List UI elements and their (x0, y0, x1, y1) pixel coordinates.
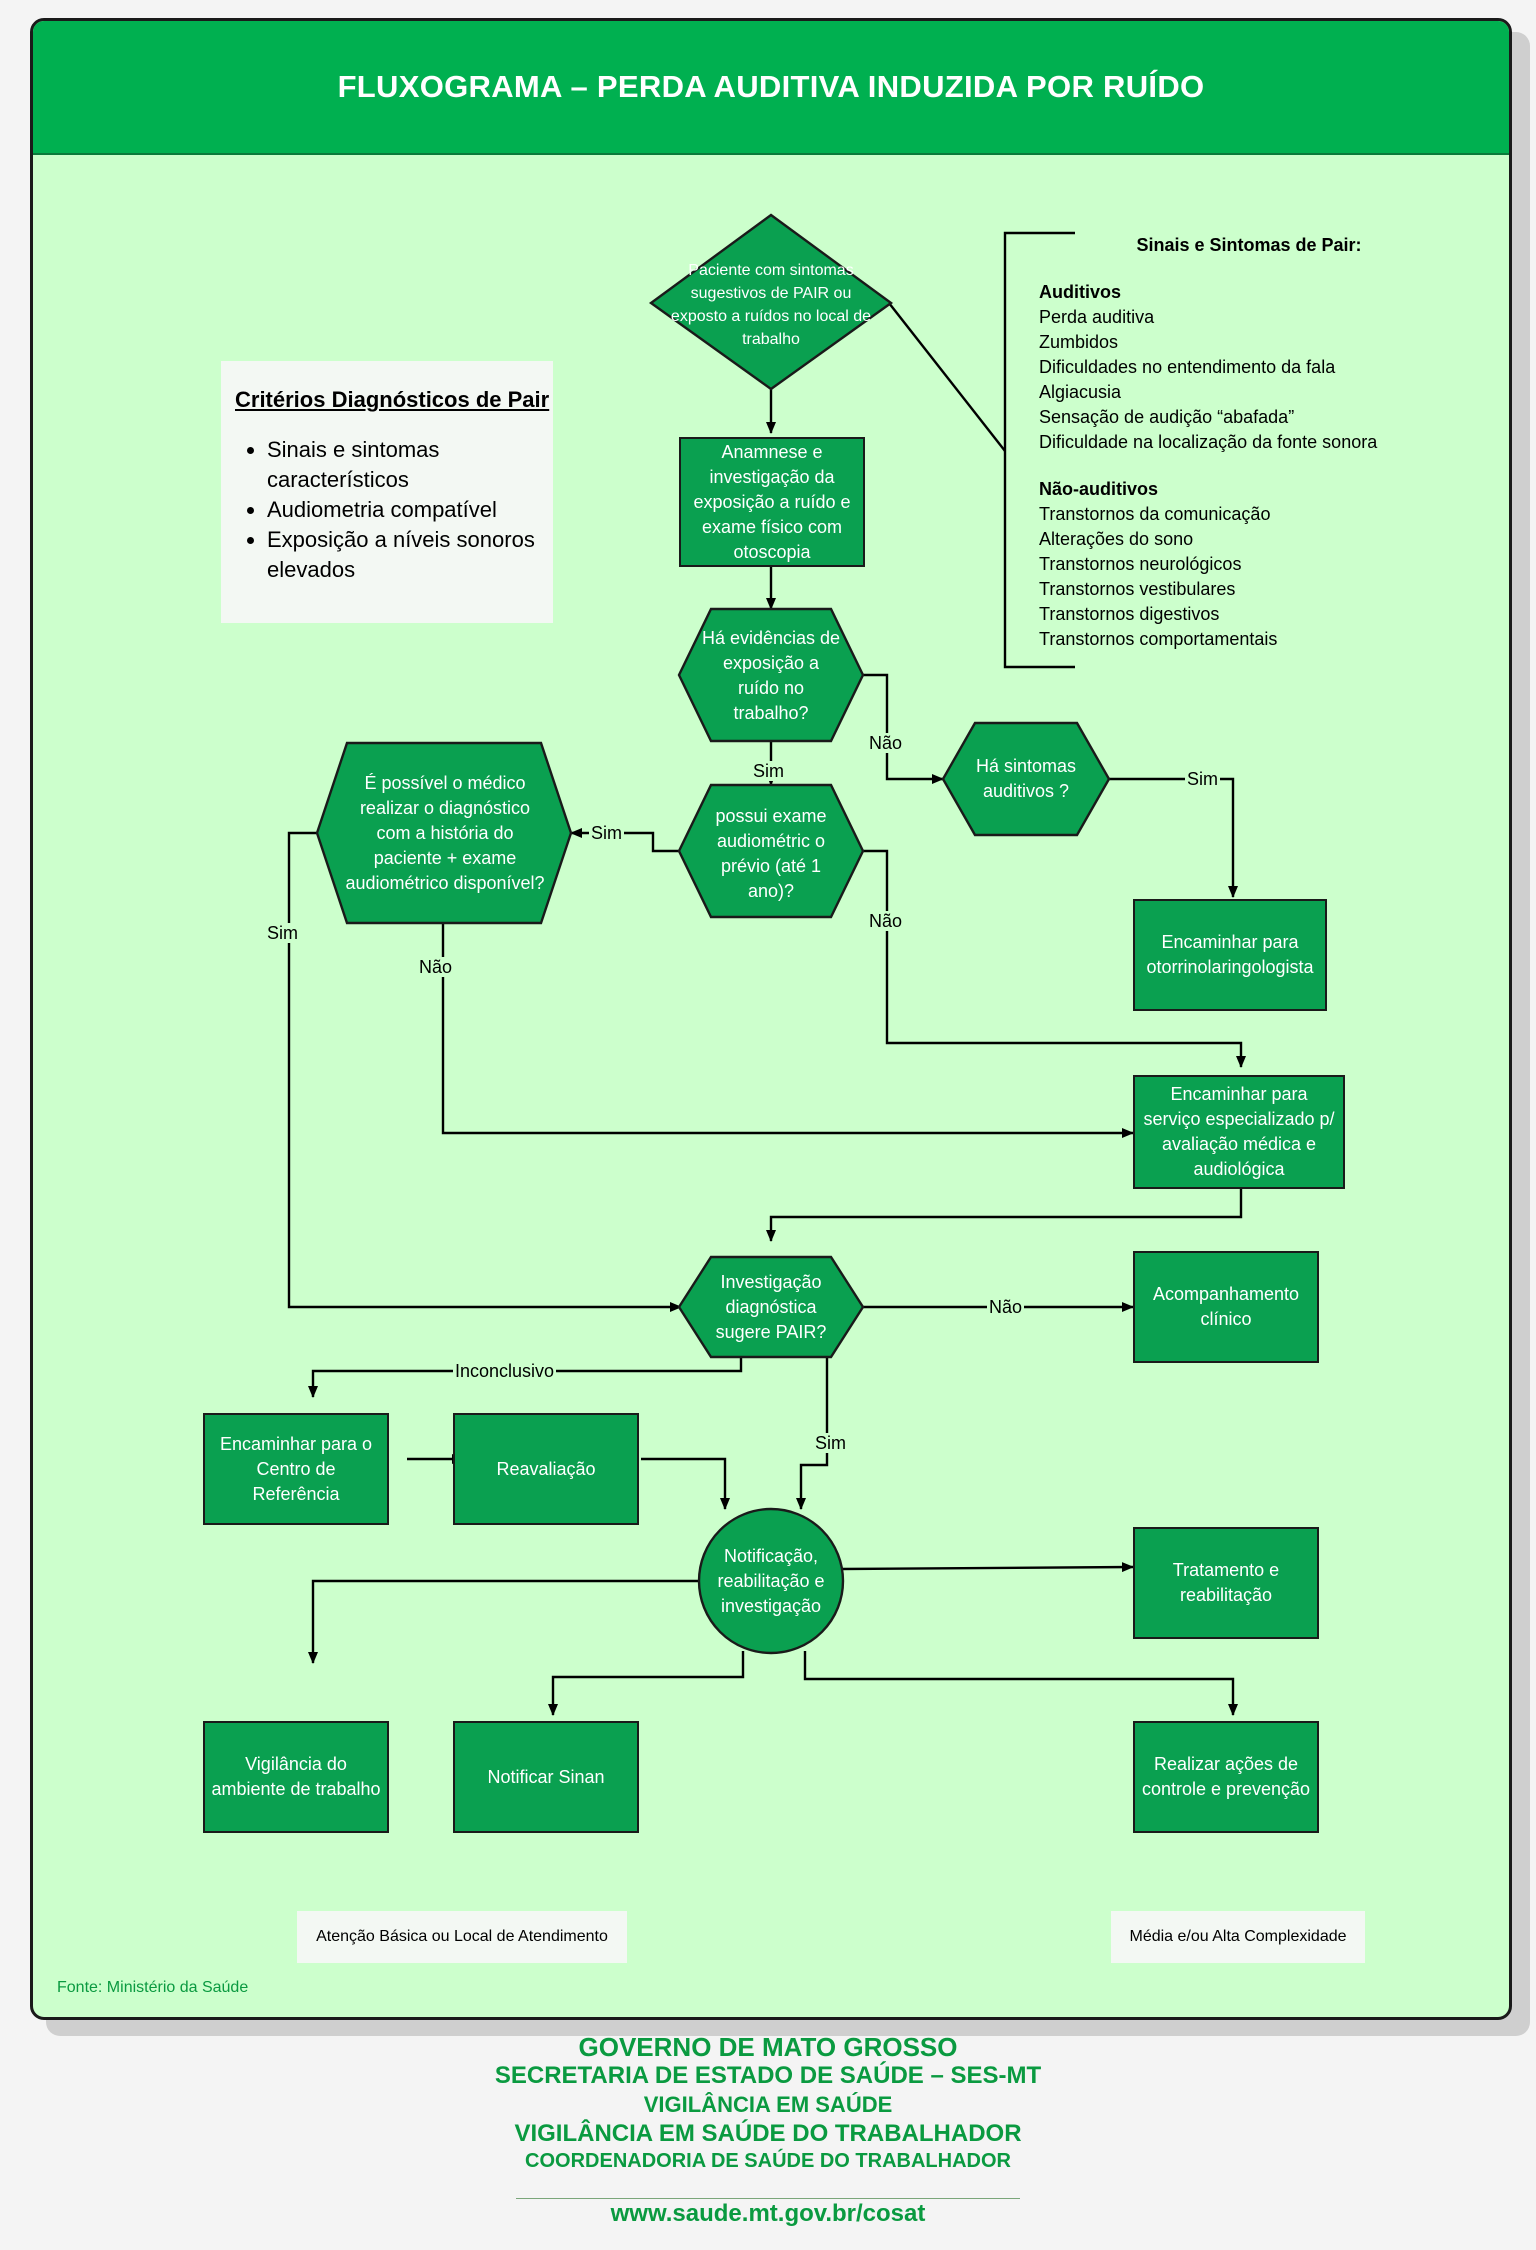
reavaliacao-box: Reavaliação (453, 1413, 639, 1525)
signs-item: Transtornos digestivos (1039, 604, 1220, 624)
flow-connectors (287, 213, 1246, 1716)
signs-item: Transtornos da comunicação (1039, 504, 1271, 524)
label-inconclusivo: Inconclusivo (453, 1361, 557, 1381)
label-sim-possui: Sim (589, 823, 624, 843)
signs-item: Zumbidos (1039, 332, 1119, 352)
possivel-medico-hexagon (315, 741, 573, 925)
label-sim-investigacao: Sim (813, 1433, 848, 1453)
signs-panel: Sinais e Sintomas de Pair: Auditivos Per… (1039, 233, 1459, 652)
label-sim-sintomas: Sim (1185, 769, 1220, 789)
page-title: FLUXOGRAMA – PERDA AUDITIVA INDUZIDA POR… (337, 69, 1205, 104)
arrow-servico-investigacao (766, 1189, 1243, 1242)
label-nao-possivel: Não (417, 957, 455, 977)
signs-title: Sinais e Sintomas de Pair: (1136, 235, 1362, 255)
title-bar: FLUXOGRAMA – PERDA AUDITIVA INDUZIDA POR… (33, 21, 1509, 155)
note-atencao-basica: Atenção Básica ou Local de Atendimento (297, 1911, 627, 1963)
auditivos-title: Auditivos (1039, 282, 1122, 302)
investigacao-hexagon (677, 1255, 865, 1359)
label-nao-evidencias: Não (867, 733, 905, 753)
label-nao-investigacao: Não (987, 1297, 1025, 1317)
footer-line-5: COORDENADORIA DE SAÚDE DO TRABALHADOR (525, 2150, 1011, 2172)
ha-sintomas-hexagon (941, 721, 1111, 837)
otorrino-box: Encaminhar para otorrinolaringologista (1133, 899, 1327, 1011)
criteria-item: Exposição a níveis sonoros elevados (267, 525, 553, 585)
flowchart-panel: FLUXOGRAMA – PERDA AUDITIVA INDUZIDA POR… (30, 18, 1512, 2020)
notificacao-text: Notificação, reabilitação e investigação (717, 1545, 825, 1616)
signs-item: Transtornos comportamentais (1039, 629, 1278, 649)
arrow-notificacao-acoes (803, 1651, 1238, 1716)
arrow-reavaliacao-notificacao (641, 1457, 730, 1510)
footer-url-link[interactable]: www.saude.mt.gov.br/cosat (610, 2200, 926, 2227)
signs-item: Sensação de audição “abafada” (1039, 407, 1295, 427)
signs-item: Dificuldades no entendimento da fala (1039, 357, 1336, 377)
signs-item: Transtornos neurológicos (1039, 554, 1242, 574)
acompanhamento-box: Acompanhamento clínico (1133, 1251, 1319, 1363)
criteria-title: Critérios Diagnósticos de Pair (235, 387, 550, 412)
possivel-medico-text: É possível o médico realizar o diagnósti… (345, 772, 545, 893)
possui-exame-hexagon (677, 783, 865, 919)
arrow-notificacao-tratamento (840, 1562, 1134, 1573)
signs-item: Algiacusia (1039, 382, 1122, 402)
footer-line-2: SECRETARIA DE ESTADO DE SAÚDE – SES-MT (494, 2062, 1042, 2089)
servico-especializado-box: Encaminhar para serviço especializado p/… (1133, 1075, 1345, 1189)
ha-sintomas-text: Há sintomas auditivos ? (975, 756, 1077, 801)
footer-line-4: VIGILÂNCIA EM SAÚDE DO TRABALHADOR (514, 2120, 1022, 2147)
nao-auditivos-title: Não-auditivos (1039, 479, 1159, 499)
vigilancia-box: Vigilância do ambiente de trabalho (203, 1721, 389, 1833)
signs-item: Dificuldade na localização da fonte sono… (1039, 432, 1378, 452)
tratamento-box: Tratamento e reabilitação (1133, 1527, 1319, 1639)
signs-item: Transtornos vestibulares (1039, 579, 1236, 599)
start-text: Paciente com sintomas sugestivos de PAIR… (670, 262, 872, 348)
footer-line-3: VIGILÂNCIA EM SAÚDE (643, 2092, 893, 2117)
footer-divider (516, 2198, 1020, 2199)
start-to-signs-connector (888, 302, 1006, 452)
criteria-panel: Critérios Diagnósticos de Pair Sinais e … (221, 361, 553, 623)
criteria-item: Audiometria compatível (267, 495, 553, 525)
arrow-notificacao-vigilancia (308, 1579, 701, 1664)
source-note: Fonte: Ministério da Saúde (57, 1979, 249, 1996)
arrow-hasintomas-otorrino (1107, 777, 1238, 898)
anamnese-box: Anamnese e investigação da exposição a r… (679, 437, 865, 567)
start-diamond (648, 213, 894, 391)
evidencias-hexagon (677, 607, 865, 743)
arrow-notificacao-sinan (548, 1651, 745, 1716)
arrow-possivel-investigacao (287, 831, 682, 1312)
arrow-possui-servico (861, 849, 1246, 1068)
evidencias-text: Há evidências de exposição a ruído no tr… (701, 628, 841, 723)
arrow-evidencias-hasintomas (861, 673, 944, 784)
investigacao-text: Investigação diagnóstica sugere PAIR? (715, 1271, 827, 1342)
criteria-list: Sinais e sintomas característicos Audiom… (231, 435, 553, 585)
note-media-alta: Média e/ou Alta Complexidade (1111, 1911, 1365, 1963)
label-sim-evidencias: Sim (751, 761, 786, 781)
acoes-box: Realizar ações de controle e prevenção (1133, 1721, 1319, 1833)
arrow-possivel-servico (441, 923, 1134, 1138)
criteria-item: Sinais e sintomas característicos (267, 435, 553, 495)
notificar-sinan-box: Notificar Sinan (453, 1721, 639, 1833)
arrow-investigacao-notificacao (796, 1355, 829, 1510)
footer-line-1: GOVERNO DE MATO GROSSO (578, 2032, 958, 2062)
label-nao-possui: Não (867, 911, 905, 931)
label-sim-possivel: Sim (265, 923, 300, 943)
signs-item: Perda auditiva (1039, 307, 1155, 327)
notificacao-circle (697, 1507, 845, 1655)
centro-referencia-box: Encaminhar para o Centro de Referência (203, 1413, 389, 1525)
arrow-possui-possivel (570, 828, 681, 853)
signs-item: Alterações do sono (1039, 529, 1194, 549)
possui-exame-text: possui exame audiométric o prévio (até 1… (715, 806, 827, 901)
